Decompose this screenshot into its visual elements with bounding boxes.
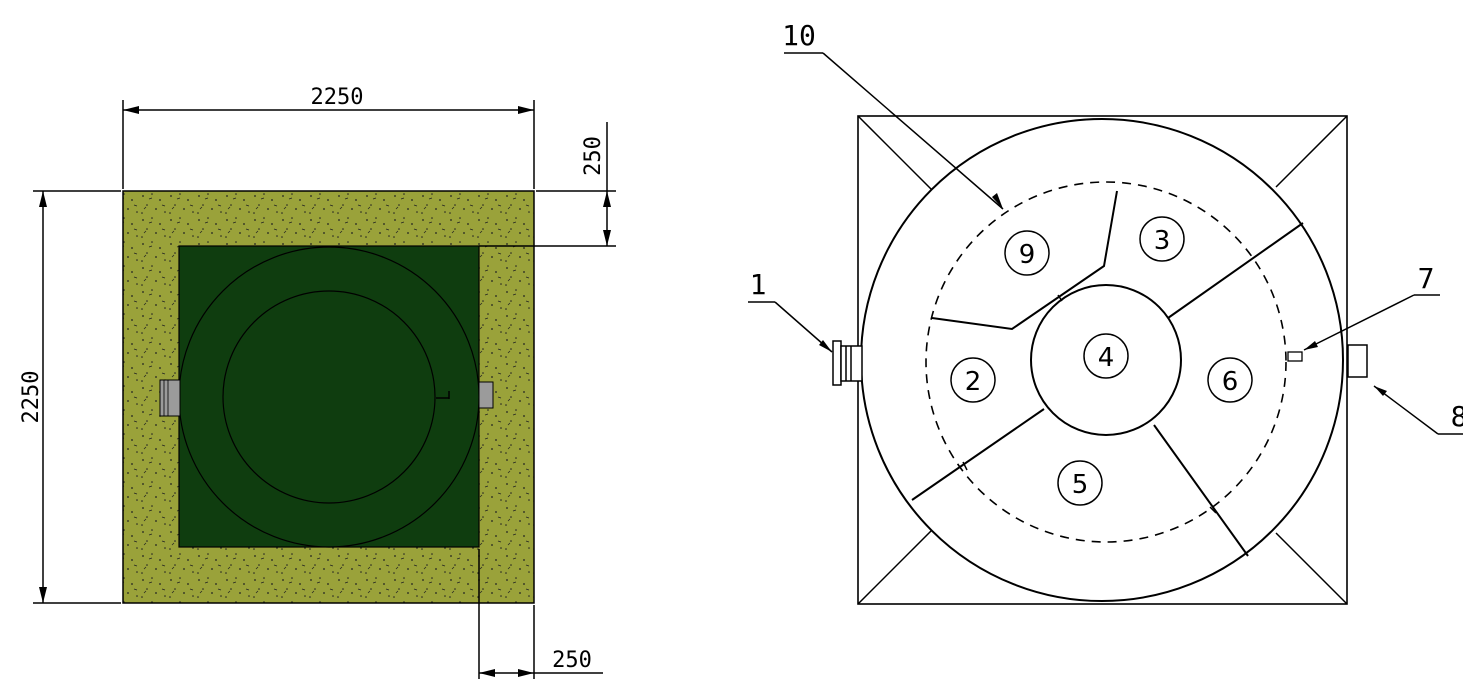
svg-text:8: 8 xyxy=(1451,400,1463,433)
svg-text:5: 5 xyxy=(1072,470,1089,500)
fitting-7 xyxy=(1287,351,1303,362)
compartment-2: 2 xyxy=(950,357,996,403)
tank-dashed-circle xyxy=(925,181,1287,543)
svg-text:6: 6 xyxy=(1222,367,1239,397)
inlet-pipe-left xyxy=(159,379,181,417)
dim-overall-width-label: 2250 xyxy=(311,85,364,110)
callout-1: 1 xyxy=(748,268,833,353)
inlet-pipe-right xyxy=(832,340,863,386)
svg-text:7: 7 xyxy=(1418,262,1435,295)
dim-overall-height: 2250 xyxy=(19,190,121,604)
outlet-pipe-right xyxy=(1347,344,1368,378)
svg-text:3: 3 xyxy=(1154,226,1171,256)
compartment-4: 4 xyxy=(1083,333,1129,379)
svg-text:2: 2 xyxy=(965,367,982,397)
compartment-6: 6 xyxy=(1207,357,1253,403)
right-plan-view: 9 3 4 2 6 5 xyxy=(748,19,1463,605)
left-plan-view: 2250 2250 250 250 xyxy=(19,85,616,679)
dim-overall-width: 2250 xyxy=(122,85,535,189)
dim-bottom-offset-label: 250 xyxy=(552,648,592,673)
svg-text:10: 10 xyxy=(782,19,816,52)
svg-text:9: 9 xyxy=(1019,240,1036,270)
callout-8: 8 xyxy=(1373,385,1463,435)
dim-top-offset: 250 xyxy=(479,122,616,247)
callout-7: 7 xyxy=(1303,262,1440,351)
outlet-pipe-left xyxy=(478,381,494,409)
dim-bottom-offset: 250 xyxy=(478,549,603,679)
compartment-9: 9 xyxy=(1004,230,1050,276)
svg-text:4: 4 xyxy=(1098,343,1115,373)
svg-text:1: 1 xyxy=(750,268,767,301)
compartment-3: 3 xyxy=(1139,216,1185,262)
dim-overall-height-label: 2250 xyxy=(19,371,44,424)
callout-10: 10 xyxy=(782,19,1004,210)
dim-top-offset-label: 250 xyxy=(581,136,606,176)
compartment-5: 5 xyxy=(1057,460,1103,506)
tank-inner-ring xyxy=(222,290,436,504)
